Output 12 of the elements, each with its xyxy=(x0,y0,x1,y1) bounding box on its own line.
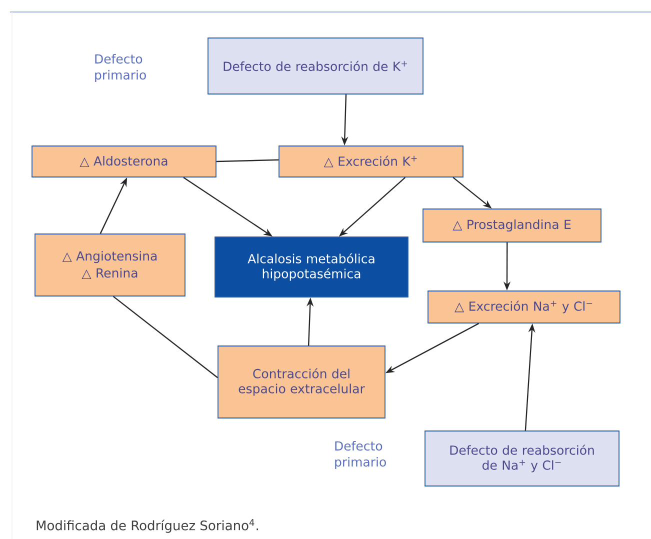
effect-box: Contracción del espacio extracelular xyxy=(218,346,386,418)
result-box: Alcalosis metabólica hipopotasémica xyxy=(214,236,408,298)
effect-box: △ Excreción Na$^{+}$ y Cl$^{−}$ xyxy=(428,290,620,324)
caption: Modificada de Rodríguez Soriano$^{4}$. xyxy=(36,519,258,533)
cause-box: Defecto de reabsorción de K$^{+}$ xyxy=(208,38,424,94)
side-note: Defecto primario xyxy=(95,54,146,82)
side-note: Defecto primario xyxy=(335,440,386,470)
effect-box: △ Excreción K$^{+}$ xyxy=(278,146,464,178)
effect-box: △ Prostaglandina E xyxy=(422,208,602,242)
cause-box: Defecto de reabsorción de Na$^{+}$ y Cl$^{−}$ xyxy=(424,430,620,486)
effect-box: △ Angiotensina △ Renina xyxy=(34,234,186,296)
effect-box: △ Aldosterona xyxy=(32,146,216,178)
